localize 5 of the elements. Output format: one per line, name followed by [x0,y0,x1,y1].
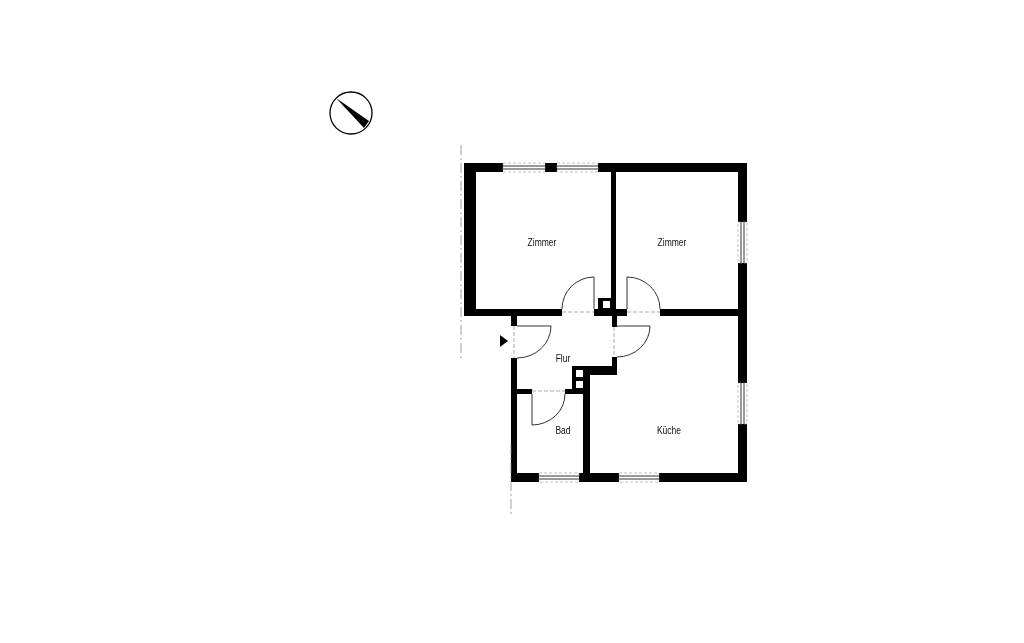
room-name: Küche [656,424,682,436]
room-name: Zimmer [657,236,687,248]
room-name: Bad [555,424,571,436]
room-name: Flur [555,352,571,364]
room-name: Zimmer [527,236,557,248]
